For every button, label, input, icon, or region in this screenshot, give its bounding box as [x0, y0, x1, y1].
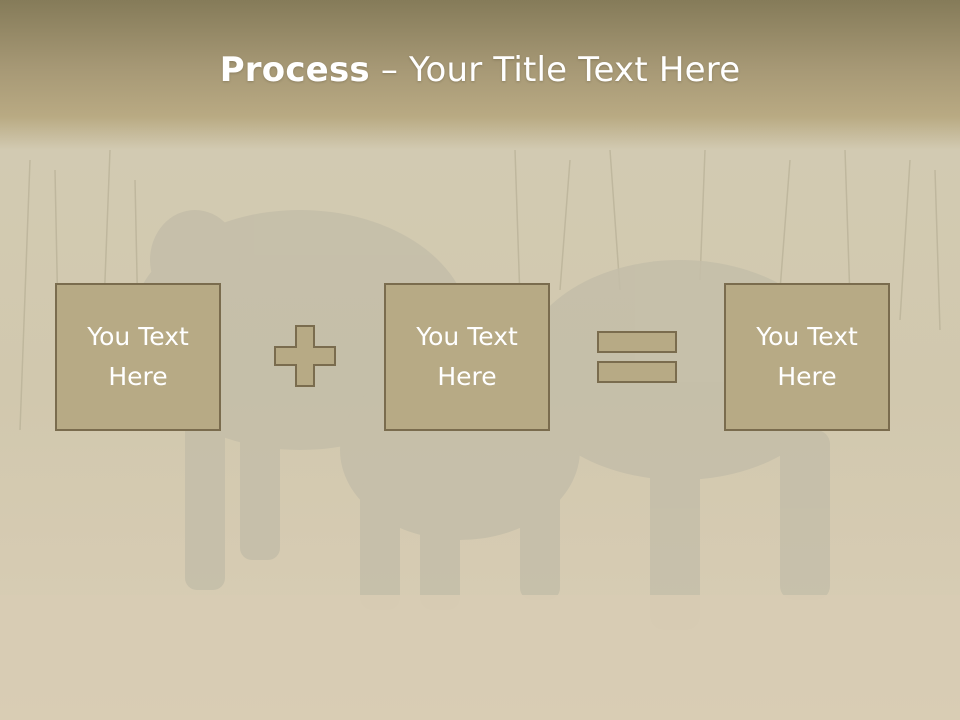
equals-icon	[597, 331, 677, 383]
title-rest: – Your Title Text Here	[369, 50, 741, 90]
process-box-1-text: You Text Here	[87, 322, 189, 391]
process-box-3[interactable]: You Text Here	[724, 283, 890, 431]
title-bold: Process	[219, 50, 370, 90]
title-band	[0, 0, 960, 150]
process-box-1[interactable]: You Text Here	[55, 283, 221, 431]
slide-title[interactable]: Process – Your Title Text Here	[0, 50, 960, 90]
plus-icon	[274, 325, 336, 387]
process-box-2[interactable]: You Text Here	[384, 283, 550, 431]
process-box-2-text: You Text Here	[416, 322, 518, 391]
process-box-3-text: You Text Here	[756, 322, 858, 391]
